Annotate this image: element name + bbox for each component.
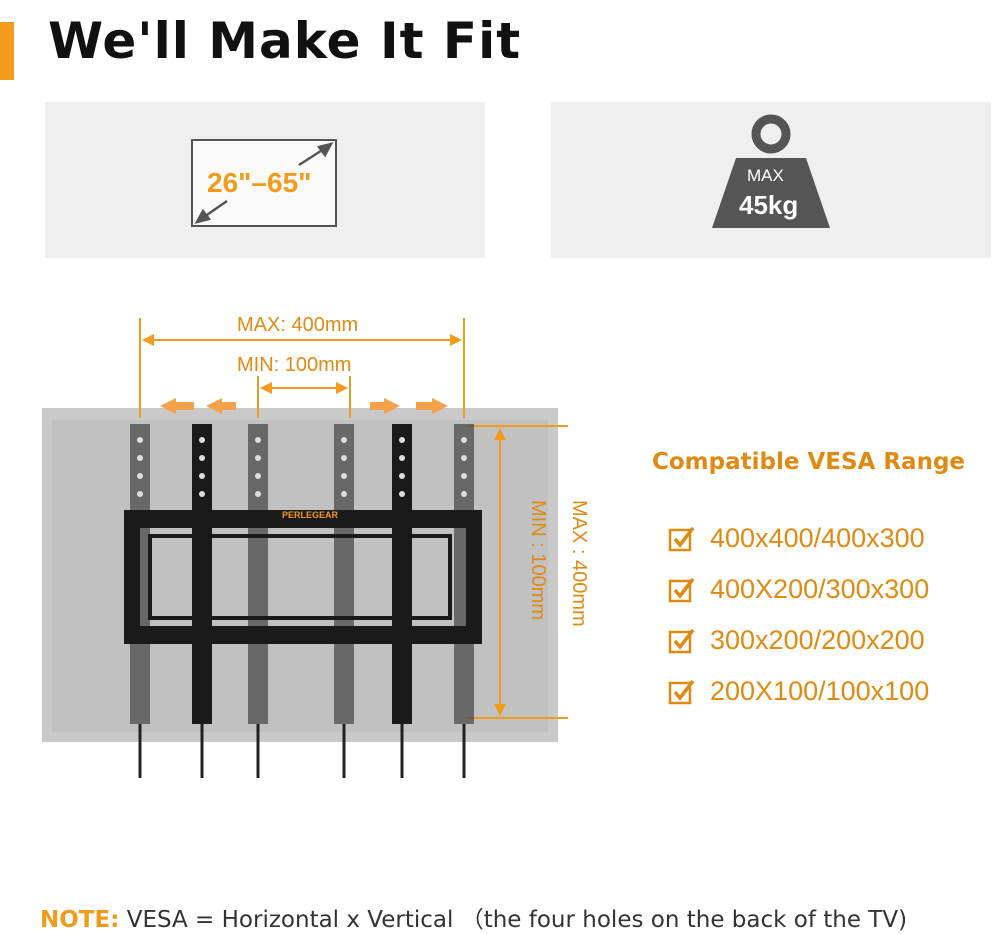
checkbox-checked-icon <box>668 577 695 602</box>
min-horizontal-label: MIN: 100mm <box>237 354 352 376</box>
page-title: We'll Make It Fit <box>48 12 522 70</box>
tv-mount-diagram: PERLEGEAR <box>42 318 568 778</box>
list-item: 400x400/400x300 <box>668 513 929 564</box>
vesa-size: 200X100/100x100 <box>710 676 930 706</box>
vesa-size: 400x400/400x300 <box>710 523 925 553</box>
wall-plate <box>124 510 482 644</box>
weight-max-value: 45kg <box>739 190 799 220</box>
min-vertical-label: MIN : 100mm <box>527 500 549 621</box>
note-label: NOTE: <box>40 907 120 933</box>
list-item: 300x200/200x200 <box>668 615 929 666</box>
diagonal-arrows-icon <box>194 142 334 224</box>
vesa-list: 400x400/400x300 400X200/300x300 300x200/… <box>668 513 929 717</box>
footer-note: NOTE: VESA = Horizontal x Vertical （the … <box>40 900 907 934</box>
accent-bar <box>0 22 14 80</box>
tv-diagonal-icon: 26"–65" <box>191 139 337 227</box>
vesa-size: 400X200/300x300 <box>710 574 930 604</box>
max-horizontal-label: MAX: 400mm <box>237 314 359 336</box>
mount-arms <box>130 424 474 724</box>
checkbox-checked-icon <box>668 679 695 704</box>
dimension-lines <box>139 318 568 719</box>
cables <box>138 724 466 778</box>
brand-logo: PERLEGEAR <box>282 510 339 520</box>
max-vertical-label: MAX : 400mm <box>568 500 590 627</box>
checkbox-checked-icon <box>668 628 695 653</box>
list-item: 400X200/300x300 <box>668 564 929 615</box>
size-panel: 26"–65" <box>45 102 485 258</box>
vesa-title: Compatible VESA Range <box>652 449 966 475</box>
screen-size-range: 26"–65" <box>207 167 312 198</box>
checkbox-checked-icon <box>668 526 695 551</box>
vesa-size: 300x200/200x200 <box>710 625 925 655</box>
weight-icon <box>712 114 830 228</box>
weight-max-label: MAX <box>747 166 784 185</box>
expansion-arrows <box>160 398 448 414</box>
note-text: VESA = Horizontal x Vertical （the four h… <box>119 907 908 933</box>
list-item: 200X100/100x100 <box>668 666 929 717</box>
weight-panel: MAX 45kg <box>551 102 991 258</box>
